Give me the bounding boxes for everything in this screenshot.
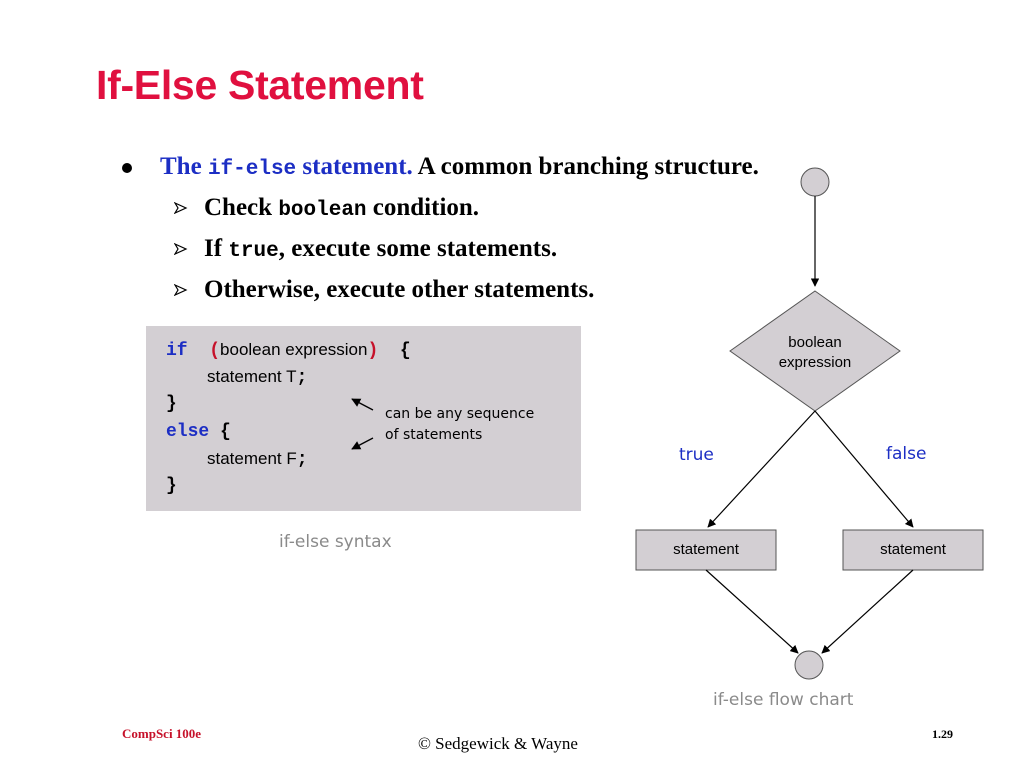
bullet-tail: A common branching structure. (412, 153, 759, 180)
false-arrow (814, 410, 914, 528)
subbullet-post: condition. (366, 194, 480, 221)
open-brace: { (220, 422, 231, 442)
chevron-right-icon (174, 202, 188, 214)
merge-arrow-left (705, 569, 799, 654)
if-keyword: if (166, 341, 188, 361)
subbullet-code: boolean (278, 199, 367, 222)
subbullet-post: , execute some statements. (278, 235, 558, 262)
flowchart-caption: if-else flow chart (713, 690, 854, 710)
code-line-else: else { (166, 419, 231, 445)
code-line-if: if (boolean expression) { (166, 337, 411, 363)
close-brace: } (166, 394, 177, 414)
subbullet-code: true (228, 240, 279, 263)
annotation-note: can be any sequence of statements (385, 404, 534, 446)
chevron-right-icon (174, 284, 188, 296)
true-arrow (707, 410, 816, 528)
statement-label-true: statement (673, 541, 739, 558)
statement-box-true (635, 529, 777, 571)
note-line: can be any sequence (385, 406, 535, 422)
statement-t: statement T (207, 367, 297, 386)
false-label: false (886, 444, 927, 464)
condition-label: boolean expression (755, 333, 875, 373)
footer-course: CompSci 100e (122, 726, 202, 741)
condition-text: boolean expression (220, 340, 368, 359)
code-line-stmt-t: statement T; (207, 364, 307, 390)
chevron-right-icon (174, 243, 188, 255)
subbullet-pre: Otherwise, execute other statements. (204, 276, 595, 303)
close-brace: } (166, 476, 177, 496)
semicolon: ; (296, 368, 308, 388)
semicolon: ; (296, 450, 308, 470)
else-keyword: else (166, 422, 210, 442)
code-block: if (boolean expression) { statement T; }… (146, 326, 581, 511)
subbullet-pre: Check (204, 194, 279, 221)
main-bullet-text: The if-else statement. A common branchin… (160, 150, 759, 187)
statement-label-false: statement (880, 541, 946, 558)
code-line-close: } (166, 391, 177, 417)
bullet-dot (122, 163, 132, 173)
condition-line: boolean (788, 334, 842, 351)
open-brace: { (399, 341, 411, 361)
bullet-code: if-else (207, 158, 297, 181)
code-line-stmt-f: statement F; (207, 446, 308, 472)
start-node (800, 167, 830, 197)
footer-copyright: © Sedgewick & Wayne (418, 734, 578, 753)
open-paren: ( (209, 341, 221, 361)
syntax-caption: if-else syntax (279, 532, 392, 552)
true-label: true (679, 445, 714, 465)
bullet-tail-blue: statement. (296, 153, 413, 180)
statement-f: statement F (207, 449, 297, 468)
note-arrow-bottom (351, 437, 374, 450)
slide-title: If-Else Statement (96, 62, 424, 108)
note-arrow-top (351, 398, 374, 411)
note-line: of statements (385, 427, 483, 443)
end-node (794, 650, 824, 680)
footer-page-number: 1.29 (932, 727, 953, 741)
code-line-close-else: } (166, 473, 177, 499)
condition-line: expression (778, 354, 852, 371)
subbullet-pre: If (204, 235, 229, 262)
close-paren: ) (367, 341, 379, 361)
bullet-lead: The (160, 153, 208, 180)
merge-arrow-right (821, 569, 914, 654)
